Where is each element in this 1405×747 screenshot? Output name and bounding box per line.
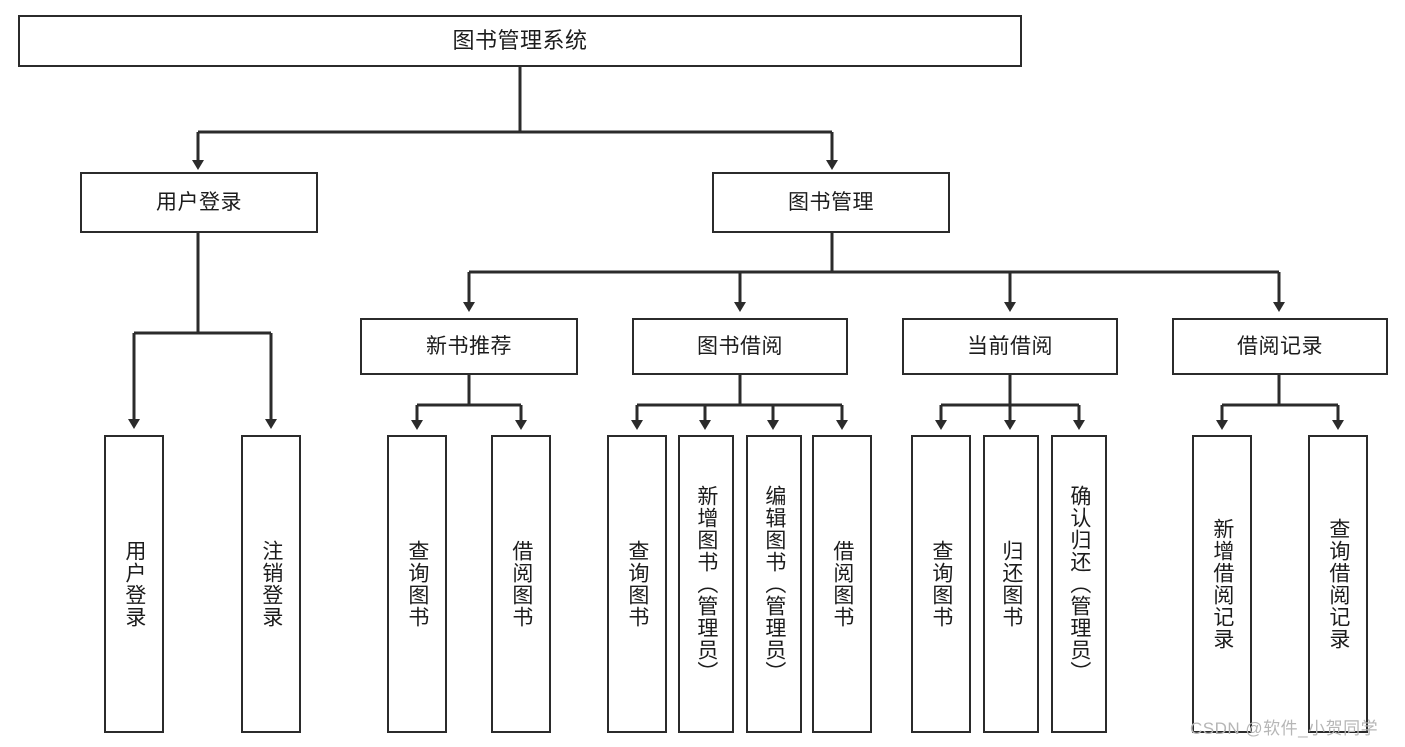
- leaf-user-logout[interactable]: 注销登录: [241, 435, 301, 733]
- leaf-user-login[interactable]: 用户登录: [104, 435, 164, 733]
- leaf-add-book-admin-label: 新增图书（管理员）: [694, 485, 718, 683]
- leaf-query-book-recommend-label: 查询图书: [405, 540, 429, 628]
- leaf-query-book-current-label: 查询图书: [929, 540, 953, 628]
- node-user-login[interactable]: 用户登录: [80, 172, 318, 233]
- leaf-add-book-admin[interactable]: 新增图书（管理员）: [678, 435, 734, 733]
- node-new-book-recommend-label: 新书推荐: [426, 334, 512, 358]
- leaf-edit-book-admin-label: 编辑图书（管理员）: [762, 485, 786, 683]
- leaf-query-book-current[interactable]: 查询图书: [911, 435, 971, 733]
- leaf-confirm-return-admin-label: 确认归还（管理员）: [1067, 485, 1091, 683]
- node-current-borrow[interactable]: 当前借阅: [902, 318, 1118, 375]
- node-new-book-recommend[interactable]: 新书推荐: [360, 318, 578, 375]
- node-book-borrow[interactable]: 图书借阅: [632, 318, 848, 375]
- leaf-add-borrow-record-label: 新增借阅记录: [1210, 518, 1234, 650]
- csdn-watermark: CSDN @软件_小贺同学: [1190, 719, 1379, 738]
- node-user-login-label: 用户登录: [156, 190, 242, 214]
- leaf-query-book-borrow[interactable]: 查询图书: [607, 435, 667, 733]
- leaf-borrow-book-recommend[interactable]: 借阅图书: [491, 435, 551, 733]
- leaf-borrow-book[interactable]: 借阅图书: [812, 435, 872, 733]
- node-root-system-label: 图书管理系统: [452, 27, 588, 53]
- leaf-confirm-return-admin[interactable]: 确认归还（管理员）: [1051, 435, 1107, 733]
- node-borrow-record[interactable]: 借阅记录: [1172, 318, 1388, 375]
- node-book-management[interactable]: 图书管理: [712, 172, 950, 233]
- leaf-return-book[interactable]: 归还图书: [983, 435, 1039, 733]
- node-current-borrow-label: 当前借阅: [967, 334, 1053, 358]
- node-root-system[interactable]: 图书管理系统: [18, 15, 1022, 67]
- leaf-query-borrow-record[interactable]: 查询借阅记录: [1308, 435, 1368, 733]
- node-book-management-label: 图书管理: [788, 190, 874, 214]
- leaf-borrow-book-recommend-label: 借阅图书: [509, 540, 533, 628]
- leaf-add-borrow-record[interactable]: 新增借阅记录: [1192, 435, 1252, 733]
- leaf-user-login-label: 用户登录: [122, 540, 146, 628]
- node-book-borrow-label: 图书借阅: [697, 334, 783, 358]
- leaf-edit-book-admin[interactable]: 编辑图书（管理员）: [746, 435, 802, 733]
- leaf-query-borrow-record-label: 查询借阅记录: [1326, 518, 1350, 650]
- leaf-user-logout-label: 注销登录: [259, 540, 283, 628]
- leaf-query-book-recommend[interactable]: 查询图书: [387, 435, 447, 733]
- leaf-query-book-borrow-label: 查询图书: [625, 540, 649, 628]
- node-borrow-record-label: 借阅记录: [1237, 334, 1323, 358]
- leaf-borrow-book-label: 借阅图书: [830, 540, 854, 628]
- leaf-return-book-label: 归还图书: [999, 540, 1023, 628]
